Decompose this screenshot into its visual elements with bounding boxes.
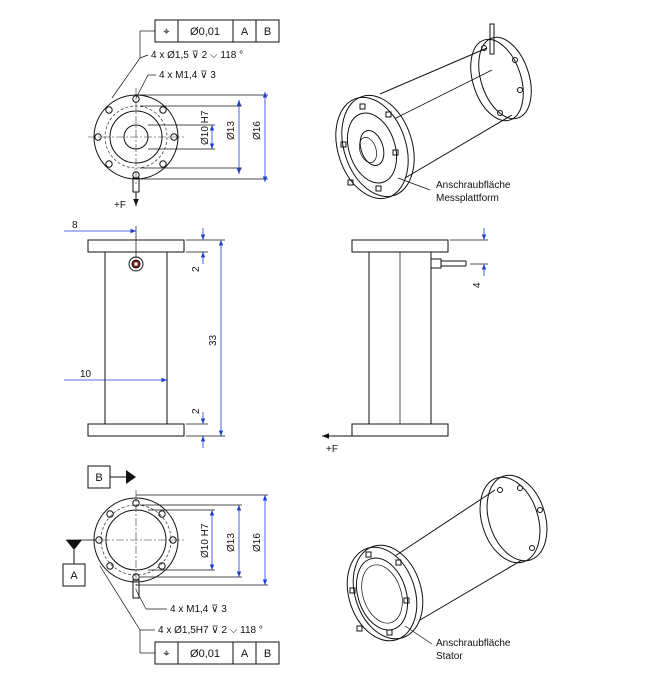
front-view: 8 10 2 2 33 [64, 220, 225, 448]
fcf-tolerance: Ø0,01 [190, 26, 220, 38]
fcf-datum-a: A [241, 26, 249, 38]
datum-a-label: A [70, 570, 78, 582]
datum-b-marker: B [87, 465, 136, 489]
feature-control-frame-bottom: ⌖ Ø0,01 A B [139, 641, 280, 665]
fcf-datum-b: B [264, 26, 271, 38]
dim-outer-top: Ø16 [252, 121, 263, 140]
dimensions-bottom-view: Ø10 H7 Ø13 Ø16 [136, 494, 268, 586]
datum-a-marker: A [62, 539, 96, 587]
callout-stator-line2: Stator [436, 651, 463, 662]
bottom-view: B A [62, 465, 280, 665]
dim-bore-top: Ø10 H7 [200, 110, 211, 145]
dim-tube-offset: 10 [80, 369, 92, 380]
fcf-tolerance-bottom: Ø0,01 [190, 648, 220, 660]
callout-messplattform-line1: Anschraubfläche [436, 180, 511, 191]
thread-note-bottom: 4 x M1,4 ⊽ 3 [170, 604, 227, 615]
dimensions-front-view: 8 10 2 2 33 [64, 220, 225, 448]
datum-b-label: B [95, 472, 102, 484]
top-view: ⌖ Ø0,01 A B 4 x Ø1,5 ⊽ 2 ⌵ 118 ° 4 x M1,… [88, 19, 280, 211]
callout-stator-line1: Anschraubfläche [436, 638, 511, 649]
dim-top-flange-thickness: 2 [191, 266, 202, 272]
dim-probe-height: 4 [472, 282, 483, 288]
thread-note-top: 4 x M1,4 ⊽ 3 [159, 70, 216, 81]
force-label-top: +F [114, 200, 126, 211]
iso-view-top: Anschraubfläche Messplattform [335, 23, 532, 204]
position-symbol-bottom: ⌖ [163, 648, 169, 660]
dim-flange-offset: 8 [72, 220, 78, 231]
position-symbol: ⌖ [163, 26, 169, 38]
dimensions-side-view: 4 [450, 228, 488, 288]
side-view: 4 +F [322, 228, 488, 455]
dimensions-top-view: Ø10 H7 Ø13 Ø16 [136, 92, 268, 182]
fcf-datum-b-bottom: B [264, 648, 271, 660]
dim-pitch-bottom: Ø13 [226, 533, 237, 552]
dim-bottom-flange-thickness: 2 [191, 408, 202, 414]
hole-note-bottom: 4 x Ø1,5H7 ⊽ 2 ⌵ 118 ° [158, 625, 263, 636]
dim-bore-bottom: Ø10 H7 [200, 523, 211, 558]
hole-note-top: 4 x Ø1,5 ⊽ 2 ⌵ 118 ° [151, 50, 243, 61]
fcf-datum-a-bottom: A [241, 648, 249, 660]
iso-view-bottom: Anschraubfläche Stator [346, 474, 548, 662]
callout-messplattform-line2: Messplattform [436, 193, 499, 204]
dim-pitch-top: Ø13 [226, 121, 237, 140]
feature-control-frame-top: ⌖ Ø0,01 A B [111, 19, 280, 99]
dim-outer-bottom: Ø16 [252, 533, 263, 552]
force-label-side: +F [326, 444, 338, 455]
dim-overall-length: 33 [208, 334, 219, 346]
